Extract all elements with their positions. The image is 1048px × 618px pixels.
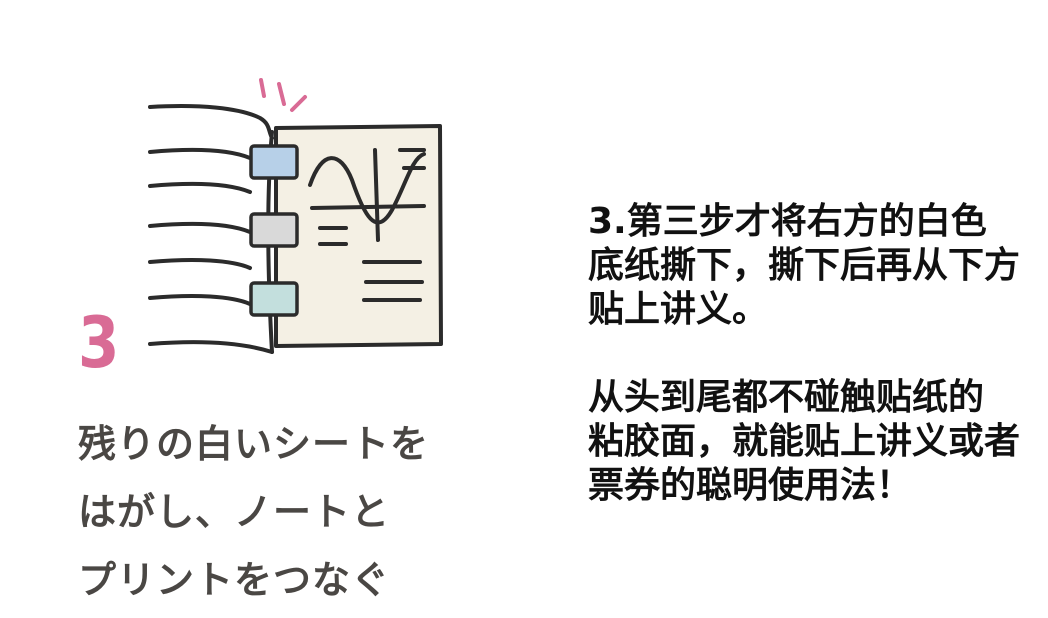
notebook-page-lines	[148, 104, 274, 354]
caption-line: プリントをつなぐ	[78, 558, 391, 602]
caption-line: 残りの白いシートを	[78, 422, 430, 466]
sparkle-icon	[259, 78, 307, 112]
instruction-line: 从头到尾都不碰触贴纸的	[588, 377, 985, 418]
japanese-caption: 残りの白いシートを はがし、ノートと プリントをつなぐ	[78, 410, 478, 614]
instruction-line: 粘胶面，就能贴上讲义或者	[588, 421, 1021, 462]
step-number: 3	[78, 302, 120, 384]
notebook-illustration	[148, 78, 443, 354]
sticker-tab-gray	[249, 212, 299, 248]
sticker-tab-mint	[249, 281, 299, 317]
instruction-line: 底纸撕下，撕下后再从下方	[588, 245, 1021, 286]
instruction-line: 票券的聪明使用法！	[588, 465, 913, 506]
sticker-tab-blue	[249, 144, 299, 180]
printout-sheet	[274, 124, 443, 348]
instruction-paragraph-2: 从头到尾都不碰触贴纸的 粘胶面，就能贴上讲义或者 票券的聪明使用法！	[588, 376, 1043, 508]
chinese-instructions: 3.第三步才将右方的白色 底纸撕下，撕下后再从下方 贴上讲义。 从头到尾都不碰触…	[588, 200, 1043, 508]
instruction-line: 3.第三步才将右方的白色	[588, 201, 987, 242]
caption-line: はがし、ノートと	[78, 490, 391, 534]
instruction-line: 贴上讲义。	[588, 289, 769, 330]
instruction-paragraph-1: 3.第三步才将右方的白色 底纸撕下，撕下后再从下方 贴上讲义。	[588, 200, 1043, 332]
